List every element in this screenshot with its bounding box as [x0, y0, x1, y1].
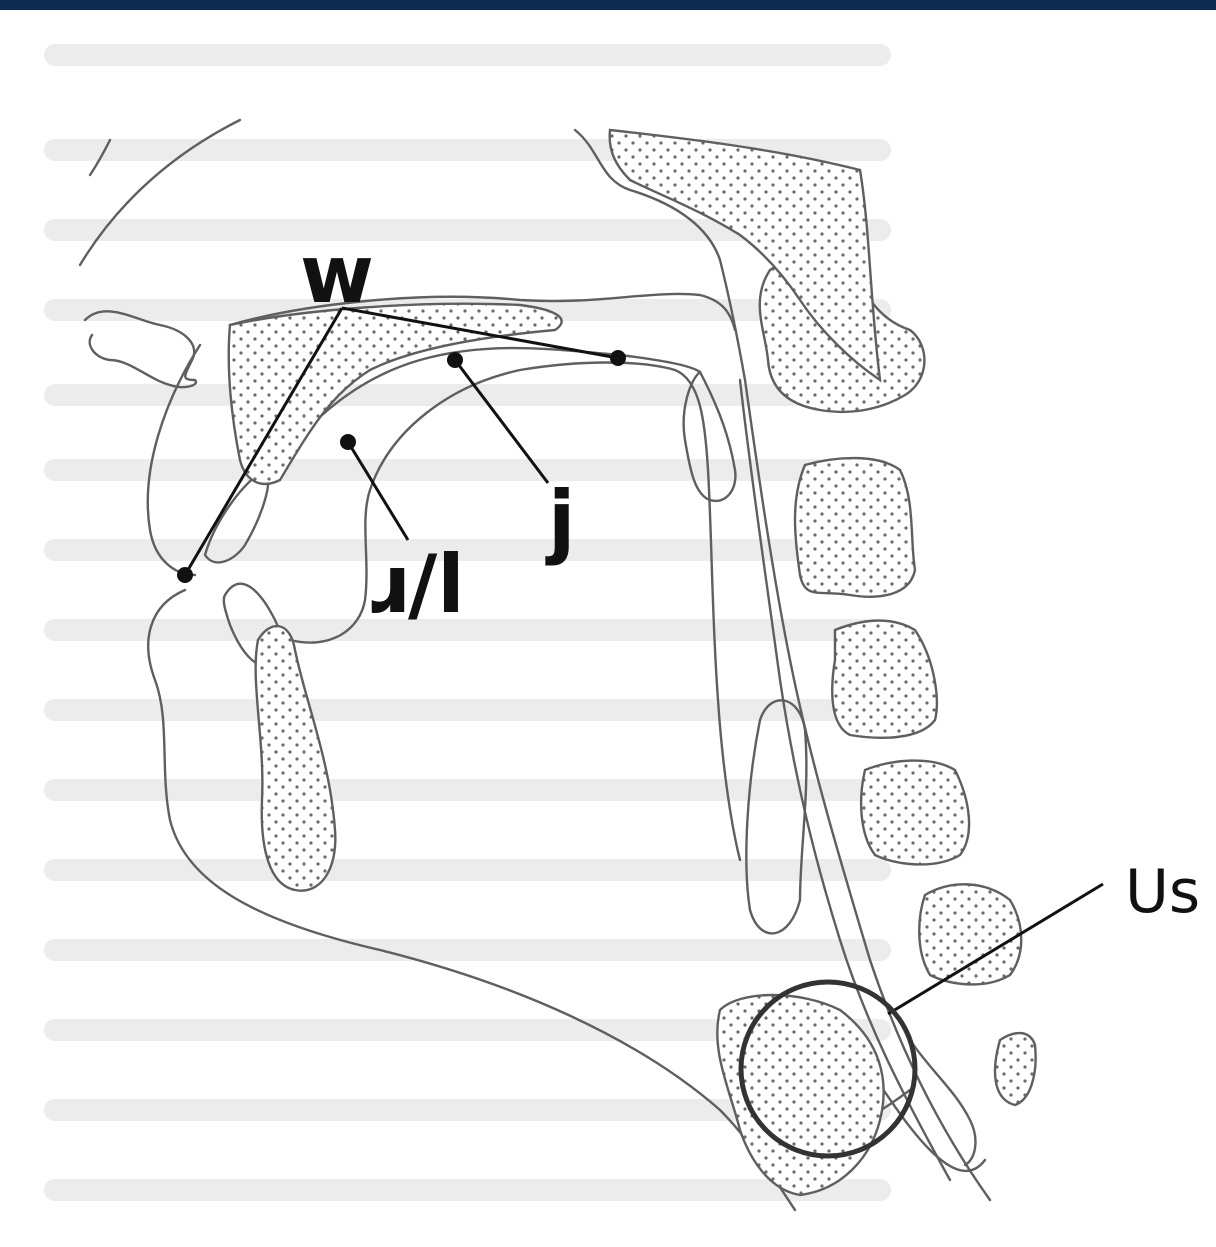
lips-point: [177, 567, 193, 583]
label-w: w: [300, 228, 374, 321]
label-j: j: [545, 474, 575, 567]
label-r-l: ɹ/l: [365, 538, 465, 631]
label-us: Us: [1125, 857, 1200, 927]
r-l-leader: [348, 442, 408, 540]
top-bar: [0, 0, 1216, 10]
alveolar-point: [340, 434, 356, 450]
vocal-tract-diagram: w j ɹ/l Us: [0, 10, 1216, 1247]
velum-point: [610, 350, 626, 366]
palatal-point: [447, 352, 463, 368]
